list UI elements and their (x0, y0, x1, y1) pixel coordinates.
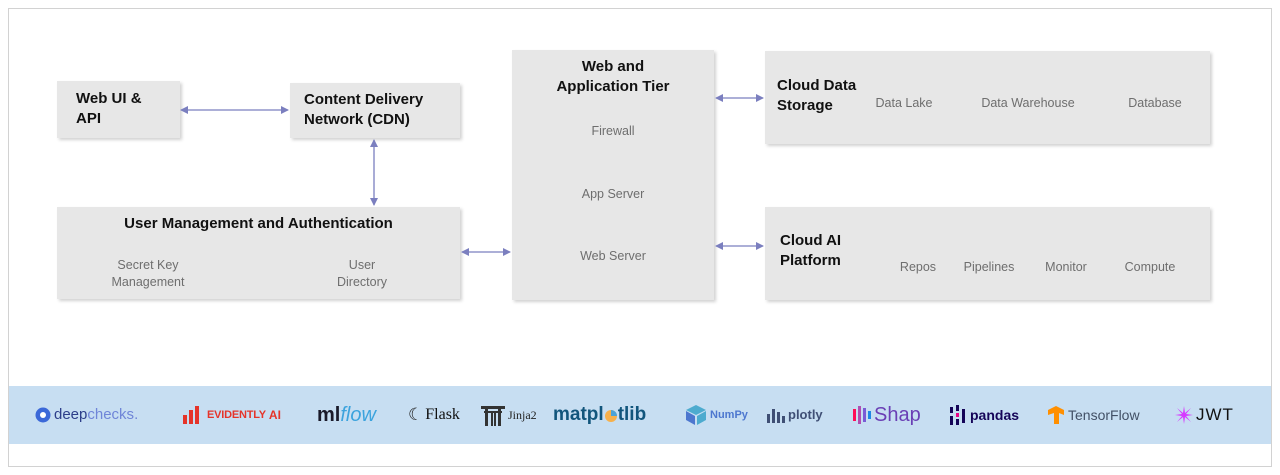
numpy-logo: NumPy (685, 402, 748, 428)
evidently-text: EVIDENTLY (207, 409, 266, 421)
tools-logo-bar (9, 386, 1271, 444)
monitor-label: Monitor (1045, 260, 1087, 274)
matplotlib-text-tlib: tlib (617, 404, 647, 425)
matplotlib-text-matpl: matpl (553, 404, 604, 425)
user-directory-label: User Directory (336, 258, 387, 289)
shap-text: Shap (874, 404, 921, 426)
evidently-ai-text: AI (268, 408, 281, 422)
firewall-label: Firewall (591, 124, 635, 138)
web-application-tier-title: Web and Application Tier (556, 58, 670, 95)
plotly-logo: plotly (767, 402, 823, 428)
evidently-bars-icon (183, 406, 199, 424)
app-server-label: App Server (581, 187, 645, 201)
web-server-label: Web Server (580, 249, 646, 263)
user-management-node: User Management and Authentication Secre… (57, 207, 460, 299)
deepchecks-icon (35, 407, 51, 423)
cloud-ai-platform-node: Cloud AI Platform Repos Pipelines Monito… (765, 207, 1210, 300)
tensorflow-icon (1048, 406, 1064, 424)
tensorflow-text: TensorFlow (1068, 407, 1140, 423)
cdn-node: Content Delivery Network (CDN) (290, 83, 460, 138)
pipelines-label: Pipelines (963, 260, 1015, 274)
pandas-logo: pandas (950, 402, 1019, 428)
jinja-logo: Jinja2 (480, 402, 537, 428)
mlflow-text-ml: ml (317, 404, 341, 426)
cloud-data-storage-node: Cloud Data Storage Data Lake Data Wareho… (765, 51, 1210, 144)
mlflow-text-flow: flow (340, 404, 376, 426)
deepchecks-text-deep: deep (54, 406, 88, 423)
data-warehouse-label: Data Warehouse (981, 96, 1075, 110)
tensorflow-logo: TensorFlow (1048, 402, 1140, 428)
deepchecks-text-checks: checks (87, 406, 135, 423)
secret-key-management-label: Secret Key Management (111, 258, 185, 289)
pandas-text: pandas (970, 407, 1020, 423)
user-management-title: User Management and Authentication (124, 215, 393, 232)
plotly-text: plotly (788, 407, 823, 422)
flask-horn-icon: ☾ (408, 405, 424, 424)
database-label: Database (1128, 96, 1182, 110)
compute-label: Compute (1124, 260, 1176, 274)
matplotlib-logo: matpl tlib (553, 402, 646, 428)
jwt-text: JWT (1196, 405, 1234, 424)
shap-logo: Shap (853, 402, 921, 428)
jwt-logo: JWT (1175, 402, 1234, 428)
cloud-data-storage-title: Cloud Data Storage (777, 77, 857, 114)
flask-text: Flask (425, 406, 460, 423)
jinja-torii-icon (481, 406, 505, 426)
pandas-icon (950, 405, 965, 425)
flask-logo: ☾ Flask (408, 402, 460, 428)
plotly-bars-icon (767, 409, 785, 423)
repos-label: Repos (899, 260, 937, 274)
web-ui-api-node: Web UI & API (57, 81, 180, 138)
numpy-text: NumPy (710, 409, 748, 421)
data-lake-label: Data Lake (875, 96, 933, 110)
jwt-star-icon (1175, 406, 1193, 424)
cdn-title: Content Delivery Network (CDN) (304, 91, 424, 128)
shap-icon (853, 406, 871, 424)
deepchecks-text-dot: . (134, 406, 139, 423)
cloud-ai-platform-title: Cloud AI Platform (780, 232, 842, 269)
jinja-text: Jinja2 (508, 408, 537, 422)
numpy-cube-icon (686, 405, 706, 425)
web-application-tier-node: Web and Application Tier Firewall App Se… (512, 50, 714, 300)
web-ui-api-title: Web UI & API (76, 90, 142, 127)
matplotlib-sunburst-icon (604, 410, 617, 422)
